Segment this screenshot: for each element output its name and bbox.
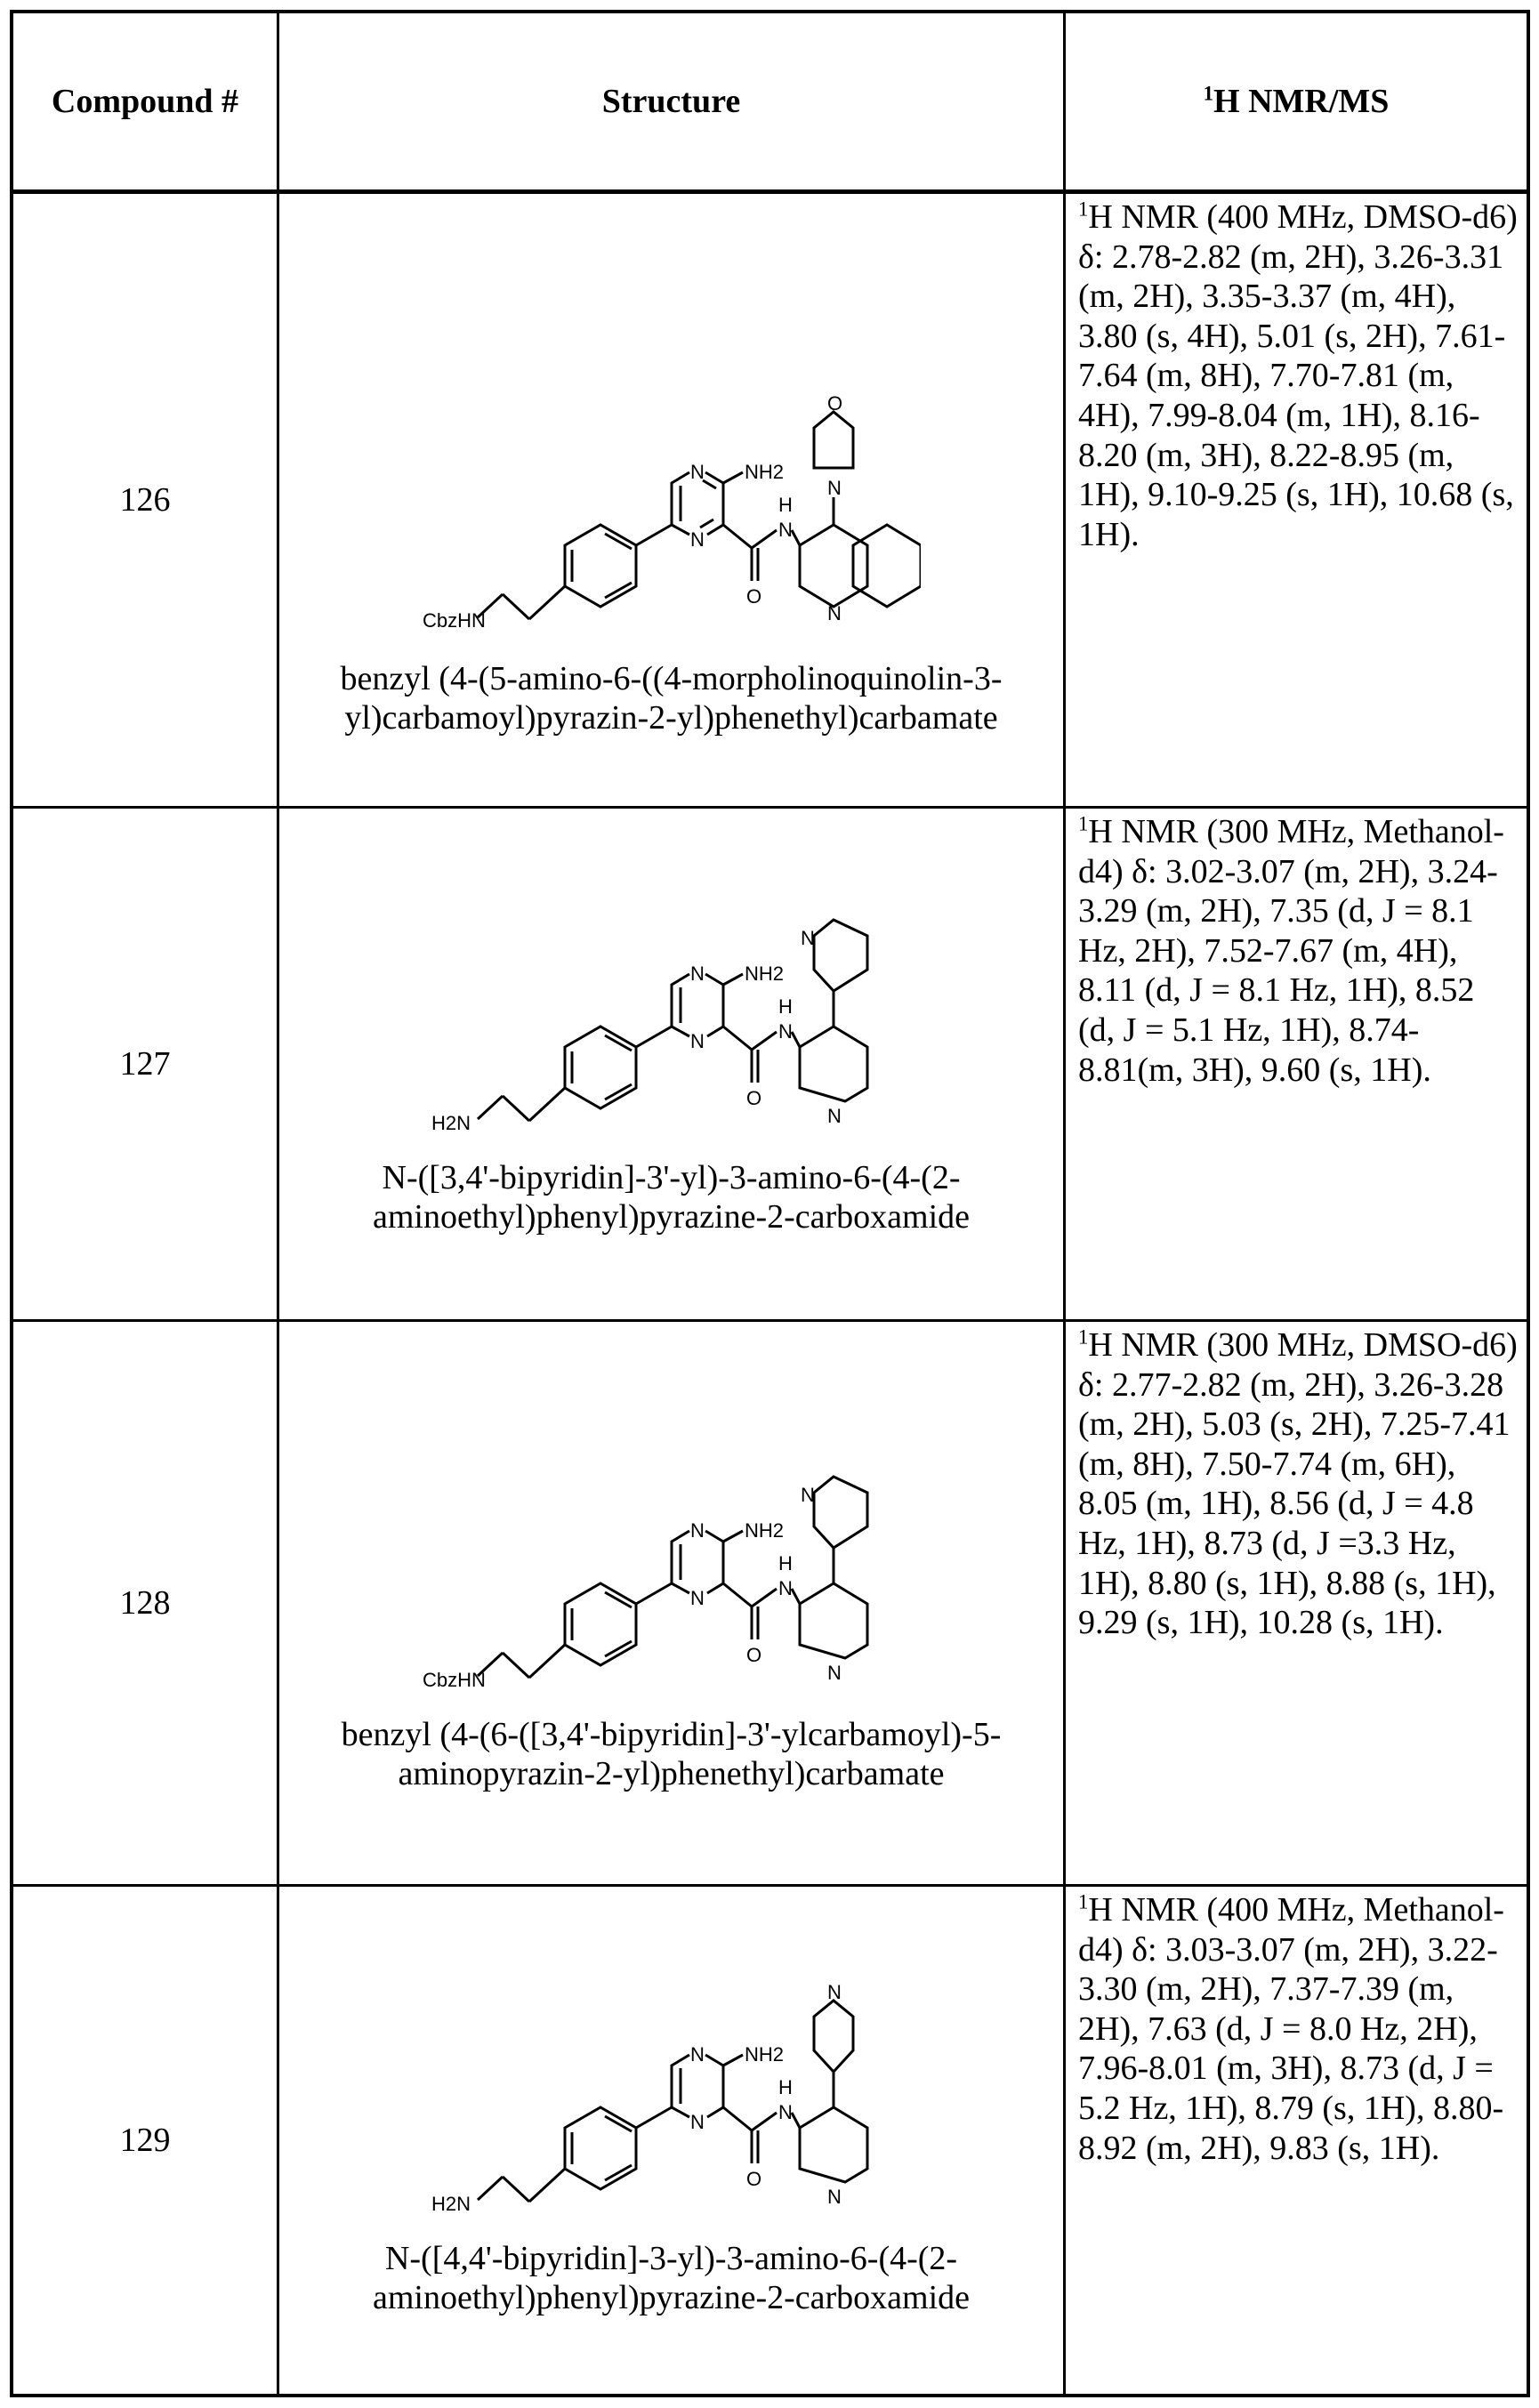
svg-text:H2N: H2N [431,1112,471,1134]
nmr-data: 1H NMR (300 MHz, DMSO-d6) δ: 2.77-2.82 (… [1066,1322,1527,1884]
svg-text:N: N [778,2101,793,2123]
compound-name: benzyl (4-(6-([3,4'-bipyridin]-3'-ylcarb… [341,1716,1002,1792]
svg-text:N: N [690,2111,705,2133]
compound-name: benzyl (4-(5-amino-6-((4-morpholinoquino… [340,660,1003,737]
svg-text:NH2: NH2 [745,962,784,985]
nmr-text: 1H NMR (300 MHz, Methanol-d4) δ: 3.02-3.… [1078,812,1504,1089]
svg-text:N: N [778,519,793,541]
svg-text:N: N [827,477,842,499]
header-structure: Structure [279,13,1063,189]
nmr-text: 1H NMR (400 MHz, Methanol-d4) δ: 3.03-3.… [1078,1890,1504,2167]
svg-text:CbzHN: CbzHN [423,609,486,632]
svg-text:H: H [778,494,793,516]
svg-text:N: N [827,602,842,624]
svg-text:N: N [690,1519,705,1542]
compound-number: 128 [13,1322,277,1884]
chemical-structure-diagram: CbzHN N N NH2 O H N N N [423,1475,868,1691]
svg-text:NH2: NH2 [745,1519,784,1542]
header-compound: Compound # [13,13,277,189]
svg-text:N: N [827,2186,842,2208]
svg-text:N: N [827,1662,842,1684]
svg-text:N: N [801,1484,815,1506]
svg-text:H: H [778,995,793,1018]
header-nmr-label: 1H NMR/MS [1203,82,1390,120]
nmr-text: 1H NMR (300 MHz, DMSO-d6) δ: 2.77-2.82 (… [1078,1325,1518,1642]
svg-text:N: N [801,927,815,949]
svg-text:O: O [746,1087,761,1109]
chemical-structure-diagram: H2N N N NH2 O H N N N [431,1981,868,2215]
header-compound-label: Compound # [51,83,239,120]
compound-number: 129 [13,1887,277,2394]
svg-text:O: O [827,392,842,415]
svg-text:N: N [778,1577,793,1599]
svg-text:N: N [690,528,705,551]
svg-text:N: N [690,1030,705,1052]
header-structure-label: Structure [601,83,741,120]
svg-text:N: N [690,461,705,483]
svg-text:O: O [746,2168,761,2190]
svg-text:H2N: H2N [431,2193,471,2215]
structure-cell: CbzHN N N NH2 O H N N N benzyl (4-(6-([3… [279,1322,1063,1884]
compound-name: N-([4,4'-bipyridin]-3-yl)-3-amino-6-(4-(… [372,2240,971,2316]
header-nmr: 1H NMR/MS [1066,13,1527,189]
svg-text:CbzHN: CbzHN [423,1669,486,1691]
nmr-text: 1H NMR (400 MHz, DMSO-d6) δ: 2.78-2.82 (… [1078,197,1518,553]
svg-text:H: H [778,1552,793,1574]
row-divider [13,1884,1527,1887]
row-divider [13,1319,1527,1322]
svg-text:H: H [778,2076,793,2098]
svg-text:N: N [827,1981,842,2003]
compound-number-label: 129 [119,2122,171,2159]
svg-text:NH2: NH2 [745,461,784,483]
row-divider [13,806,1527,809]
header-divider [13,189,1527,194]
nmr-data: 1H NMR (400 MHz, DMSO-d6) δ: 2.78-2.82 (… [1066,194,1527,806]
compound-number-label: 128 [119,1584,171,1622]
svg-text:N: N [827,1105,842,1127]
structure-cell: CbzHN N N NH2 O H N N N O [279,194,1063,806]
svg-text:O: O [746,1644,761,1666]
svg-text:N: N [690,962,705,985]
column-divider [1063,13,1066,2394]
compound-table: Compound # Structure 1H NMR/MS 126 CbzHN… [10,10,1530,2397]
svg-text:N: N [690,1587,705,1609]
compound-number: 127 [13,809,277,1319]
compound-number-label: 126 [119,481,171,519]
compound-number-label: 127 [119,1045,171,1083]
svg-text:O: O [746,585,761,608]
nmr-data: 1H NMR (300 MHz, Methanol-d4) δ: 3.02-3.… [1066,809,1527,1319]
compound-name: N-([3,4'-bipyridin]-3'-yl)-3-amino-6-(4-… [372,1159,971,1236]
chemical-structure-diagram: H2N N N NH2 O H N N N [431,918,868,1134]
chemical-structure-diagram: CbzHN N N NH2 O H N N N O [423,392,921,632]
svg-text:N: N [690,2043,705,2066]
column-divider [277,13,279,2394]
structure-cell: H2N N N NH2 O H N N N N-([4,4'-bipyridin… [279,1887,1063,2394]
svg-text:NH2: NH2 [745,2043,784,2066]
structure-cell: H2N N N NH2 O H N N N N-([3,4'-bipyridin… [279,809,1063,1319]
nmr-data: 1H NMR (400 MHz, Methanol-d4) δ: 3.03-3.… [1066,1887,1527,2394]
svg-text:N: N [778,1020,793,1043]
compound-number: 126 [13,194,277,806]
